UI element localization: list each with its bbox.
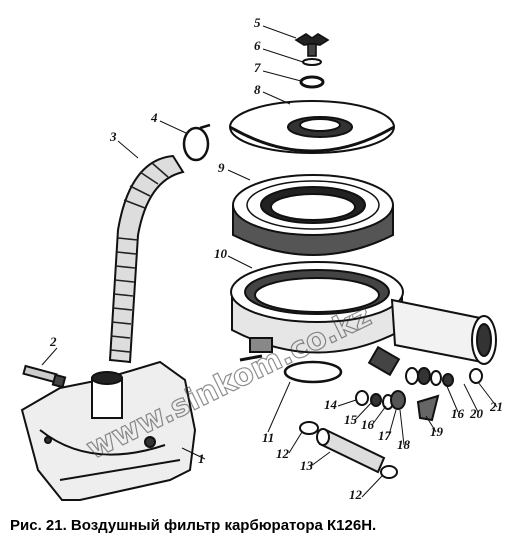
- filter-cover-part: [229, 100, 395, 154]
- callout-14: 14: [324, 397, 338, 412]
- filter-element-part: [232, 174, 394, 256]
- corrugated-hose-part: [108, 154, 185, 364]
- hose-corrugations: [110, 162, 169, 353]
- callout-6: 6: [254, 38, 261, 53]
- callout-9: 9: [218, 160, 225, 175]
- leader-lines: [41, 25, 498, 498]
- callout-18: 18: [397, 437, 411, 452]
- callout-12a: 12: [276, 446, 290, 461]
- callout-16a: 16: [361, 417, 375, 432]
- manifold-shroud-part: [20, 360, 197, 501]
- plug-part-upper: [299, 421, 319, 435]
- callout-labels: 1 2 3 4 5 6 7 8 9 10 11 12 12 13 14 15 1…: [49, 15, 503, 502]
- pipe-fitting-part: [22, 364, 67, 389]
- callout-3: 3: [109, 129, 117, 144]
- figure-caption: Рис. 21. Воздушный фильтр карбюратора К1…: [10, 517, 377, 534]
- filter-housing-part: [230, 261, 497, 365]
- hose-clamp-part: [182, 123, 211, 162]
- callout-17: 17: [378, 428, 392, 443]
- callout-7: 7: [254, 60, 261, 75]
- gasket-ring-part: [283, 360, 343, 384]
- plug-part-lower: [380, 465, 398, 479]
- seal-part: [299, 75, 325, 89]
- callout-2: 2: [49, 334, 57, 349]
- small-hardware-parts: [355, 345, 483, 422]
- callout-8: 8: [254, 82, 261, 97]
- callout-16b: 16: [451, 406, 465, 421]
- callout-20: 20: [469, 406, 484, 421]
- callout-21: 21: [489, 399, 503, 414]
- callout-12b: 12: [349, 487, 363, 502]
- tube-part: [316, 428, 386, 474]
- callout-19: 19: [430, 424, 444, 439]
- callout-1: 1: [198, 451, 205, 466]
- wing-nut-part: [294, 33, 330, 57]
- callout-5: 5: [254, 15, 261, 30]
- callout-11: 11: [262, 430, 274, 445]
- callout-15: 15: [344, 412, 358, 427]
- callout-4: 4: [150, 110, 158, 125]
- washer-part: [302, 58, 322, 66]
- callout-10: 10: [214, 246, 228, 261]
- callout-13: 13: [300, 458, 314, 473]
